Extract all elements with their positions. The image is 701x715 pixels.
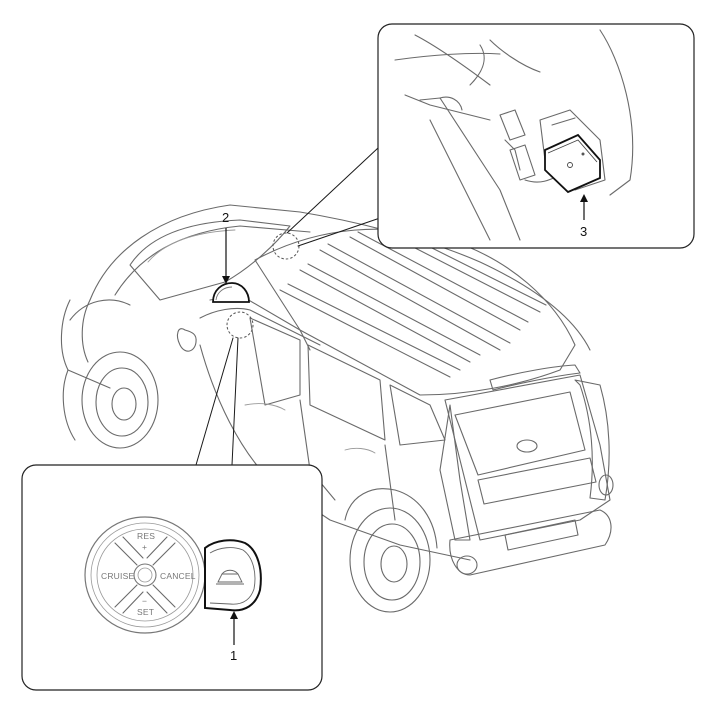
cruise-control-switch: RES + CRUISE CANCEL − SET (84, 516, 206, 634)
part-3-module (544, 133, 601, 194)
cruise-label: CRUISE (101, 571, 134, 581)
cancel-label: CANCEL (160, 571, 196, 581)
minus-label: − (142, 596, 147, 606)
part-1-button (204, 539, 262, 612)
detail-circle-lower (226, 311, 254, 339)
callout-2: 2 (222, 210, 229, 225)
callout-3: 3 (580, 224, 587, 239)
inset-lower: RES + CRUISE CANCEL − SET 1 (21, 337, 323, 691)
res-label: RES (137, 531, 155, 541)
vehicle-distance-icon (216, 569, 244, 585)
set-label: SET (137, 607, 154, 617)
plus-label: + (142, 542, 147, 552)
callout-1: 1 (230, 648, 237, 663)
inset-upper: 3 (286, 23, 695, 249)
part-2-sensor (212, 282, 250, 303)
